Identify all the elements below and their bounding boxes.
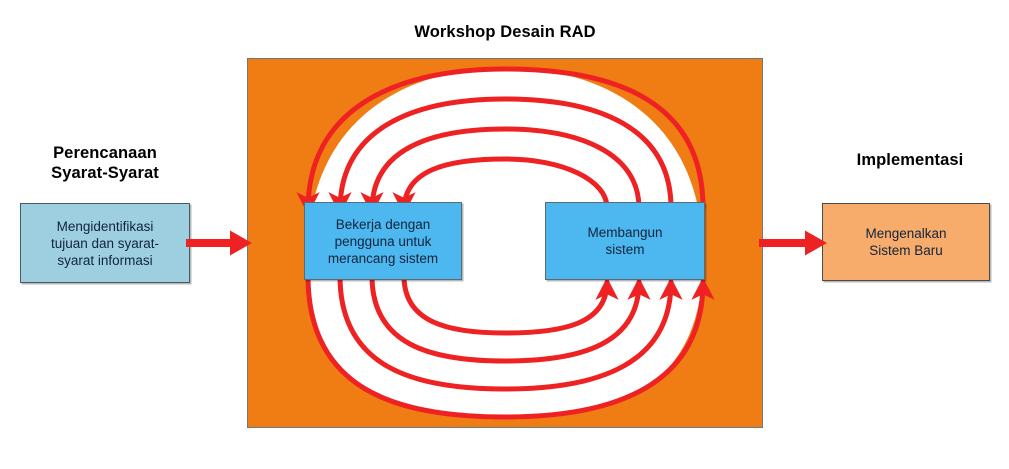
implementation-process-box[interactable]: Mengenalkan Sistem Baru <box>822 203 990 281</box>
page-title: Workshop Desain RAD <box>414 23 596 41</box>
build-process-box[interactable]: Membangun sistem <box>545 202 705 280</box>
design-process-box[interactable]: Bekerja dengan pengguna untuk merancang … <box>304 202 462 280</box>
workshop-to-implementation-arrow-icon <box>759 230 827 256</box>
implementation-phase-heading: Implementasi <box>856 151 964 169</box>
planning-process-box[interactable]: Mengidentifikasi tujuan dan syarat- syar… <box>20 203 190 283</box>
planning-phase-heading: Perencanaan Syarat-Syarat <box>51 144 159 182</box>
planning-to-workshop-arrow-icon <box>186 230 252 256</box>
